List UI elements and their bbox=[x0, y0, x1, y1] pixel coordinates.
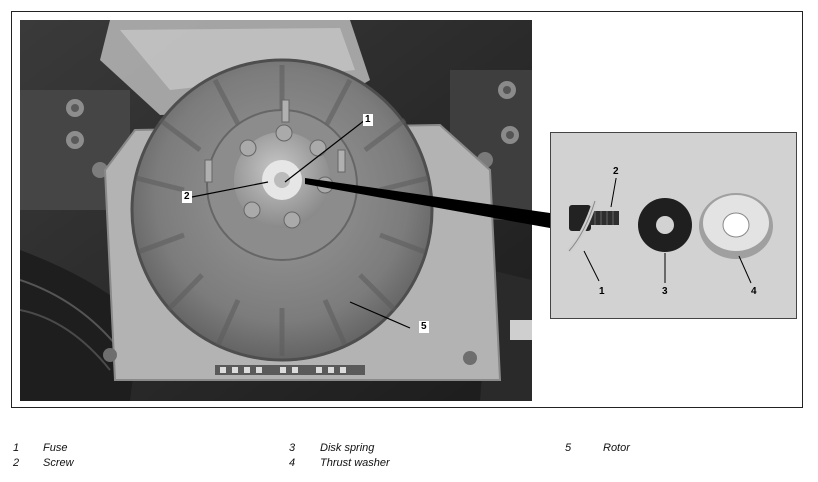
legend-label-5: Rotor bbox=[603, 442, 630, 454]
legend-label-1: Fuse bbox=[43, 442, 68, 454]
disk-spring bbox=[638, 198, 692, 252]
rotor-photo-drawing bbox=[20, 20, 532, 401]
legend-num-1: 1 bbox=[13, 442, 20, 454]
legend-num-4: 4 bbox=[289, 457, 296, 469]
callout-5: 5 bbox=[419, 321, 429, 333]
legend-num-5: 5 bbox=[565, 442, 572, 454]
components-drawing bbox=[567, 172, 773, 284]
inset-callout-3: 3 bbox=[660, 286, 670, 298]
legend-label-2: Screw bbox=[43, 457, 74, 469]
callout-1: 1 bbox=[363, 114, 373, 126]
rotor-photo bbox=[20, 20, 532, 401]
legend-label-4: Thrust washer bbox=[320, 457, 390, 469]
components-inset bbox=[550, 132, 797, 319]
callout-2: 2 bbox=[182, 191, 192, 203]
thrust-washer bbox=[699, 193, 773, 259]
legend-num-3: 3 bbox=[289, 442, 296, 454]
parts-legend: 1 Fuse 2 Screw 3 Disk spring 4 Thrust wa… bbox=[0, 441, 818, 477]
legend-num-2: 2 bbox=[13, 457, 20, 469]
legend-label-3: Disk spring bbox=[320, 442, 375, 454]
screw-with-fuse bbox=[567, 200, 619, 253]
inset-callout-1: 1 bbox=[597, 286, 607, 298]
inset-callout-4: 4 bbox=[749, 286, 759, 298]
inset-callout-2: 2 bbox=[611, 166, 621, 178]
